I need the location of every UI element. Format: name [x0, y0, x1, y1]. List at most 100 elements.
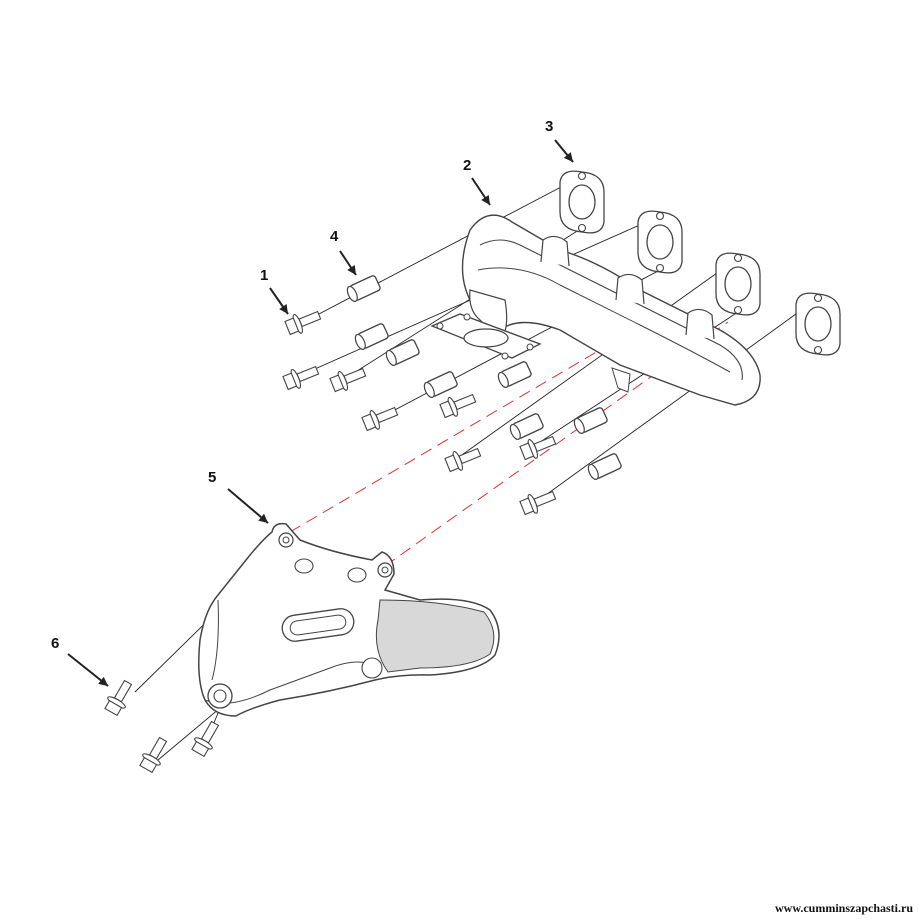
- bolt-shank: [533, 490, 557, 508]
- bolt-shank: [200, 720, 220, 744]
- gasket-hole: [577, 171, 587, 181]
- manifold-boss: [611, 367, 631, 393]
- flange-bolt: [519, 490, 557, 516]
- gasket-hole: [733, 253, 743, 263]
- gasket-port: [568, 184, 596, 220]
- shield-bolt-hole-inner: [282, 536, 290, 544]
- manifold-gasket: [559, 170, 841, 356]
- spacer-end: [497, 371, 509, 388]
- manifold-flange-hole: [501, 352, 509, 360]
- callout-1: 1: [260, 267, 269, 284]
- manifold-port-flange: [615, 273, 645, 305]
- bolt-shank: [296, 365, 320, 383]
- gasket-port: [646, 224, 674, 260]
- bolt-head: [284, 317, 300, 336]
- flange-bolt: [104, 679, 133, 717]
- callout-arrow-head: [347, 265, 356, 275]
- spacer-end: [573, 417, 585, 434]
- spacer-sleeve: [509, 413, 544, 440]
- bolt-head: [519, 497, 535, 516]
- shield-lower-hole-inner: [213, 689, 227, 703]
- spacer-end: [509, 423, 521, 440]
- callout-5: 5: [208, 469, 217, 486]
- bolt-head: [361, 413, 377, 432]
- callout-2: 2: [463, 157, 472, 174]
- bolt-head: [282, 372, 298, 391]
- callout-3: 3: [545, 118, 554, 135]
- gasket-port: [724, 266, 752, 302]
- manifold-port-flange: [540, 235, 570, 267]
- spacer-sleeve: [587, 453, 622, 480]
- flange-bolt: [444, 447, 482, 473]
- callout-4: 4: [330, 228, 339, 245]
- callout-arrows: [67, 139, 574, 687]
- gasket-hole: [813, 293, 823, 303]
- assembly-leader-line: [531, 297, 819, 506]
- callout-arrow-head: [98, 676, 108, 686]
- spacer-sleeve: [423, 371, 458, 398]
- gasket-port: [804, 306, 832, 342]
- assembly-leader-line: [451, 257, 739, 463]
- spacer-sleeve: [497, 361, 532, 388]
- shield-dimple: [347, 567, 367, 583]
- bolt-head: [439, 400, 455, 419]
- shield-slot: [281, 608, 355, 642]
- spacer-sleeve: [385, 339, 420, 366]
- flange-bolt: [191, 720, 220, 758]
- manifold-flange-hole: [526, 343, 534, 351]
- flange-bolt: [519, 435, 557, 461]
- spacer-end: [423, 381, 435, 398]
- spacer-sleeve: [354, 323, 389, 350]
- flange-bolt: [282, 365, 320, 391]
- shield-dimple: [294, 558, 314, 574]
- bolt-head: [444, 454, 460, 473]
- spacer-end: [346, 285, 358, 302]
- manifold-runner-line: [477, 267, 731, 373]
- flange-bolt: [284, 310, 322, 336]
- bolt-head: [519, 442, 535, 461]
- manifold-port-flange: [685, 308, 715, 340]
- spacer-sleeve: [573, 407, 608, 434]
- flange-bolt: [439, 393, 477, 419]
- gasket-hole: [655, 263, 665, 273]
- callout-6: 6: [51, 635, 60, 652]
- callout-arrow-head: [258, 513, 268, 523]
- manifold-flange-hole: [463, 313, 471, 321]
- shield-bolt-hole-inner: [381, 566, 389, 574]
- manifold-runner-line: [479, 239, 743, 381]
- bolt-shank: [458, 447, 482, 465]
- flange-bolt: [139, 736, 168, 774]
- exhaust-manifold: [430, 214, 761, 406]
- bolt-shank: [343, 367, 367, 385]
- bolt-shank: [453, 393, 477, 411]
- shield-lower-hole: [361, 657, 383, 679]
- flange-bolt: [361, 406, 399, 432]
- gasket-hole: [655, 211, 665, 221]
- bolt-head: [139, 756, 158, 774]
- callout-arrow-head: [481, 195, 490, 205]
- manifold-flange-hole: [436, 322, 444, 330]
- spacer-end: [354, 333, 366, 350]
- bolt-head: [329, 374, 345, 393]
- heat-shield: [198, 522, 500, 717]
- bolt-head: [104, 699, 123, 717]
- bolt-head: [191, 740, 210, 758]
- shield-slot-inner: [289, 614, 347, 636]
- gasket-hole: [813, 345, 823, 355]
- gasket-hole: [577, 223, 587, 233]
- manifold-outlet-port: [463, 328, 509, 348]
- flange-bolts: [104, 310, 557, 774]
- bolt-shank: [298, 310, 322, 328]
- shield-edge-line: [211, 599, 219, 681]
- spacer-sleeves: [346, 275, 622, 480]
- callout-arrow-head: [563, 152, 573, 162]
- assembly-leader-line: [297, 175, 583, 326]
- bolt-shank: [375, 406, 399, 424]
- bolt-shank: [113, 679, 133, 703]
- spacer-sleeve: [346, 275, 381, 302]
- spacer-end: [587, 463, 599, 480]
- flange-bolt: [329, 367, 367, 393]
- gasket-hole: [733, 305, 743, 315]
